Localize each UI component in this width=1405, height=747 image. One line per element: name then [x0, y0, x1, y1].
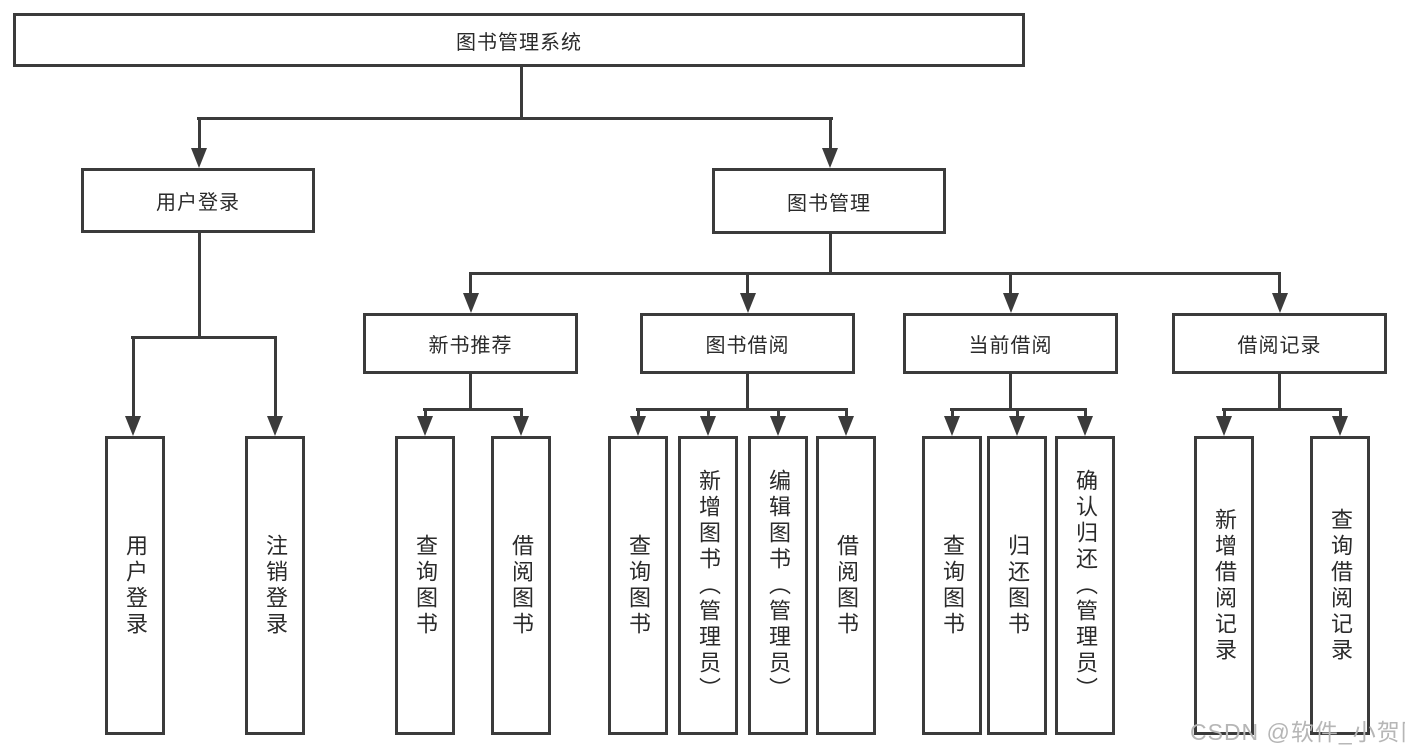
node-leaf-add-book-admin: 新增图书（管理员）: [678, 436, 738, 735]
connector-line-vertical: [844, 408, 848, 418]
node-leaf-borrow-books-borrowing: 借阅图书: [816, 436, 876, 735]
connector-line-vertical: [469, 373, 472, 409]
connector-line-vertical: [746, 272, 749, 295]
arrow-head: [462, 293, 479, 313]
arrow-head: [739, 293, 756, 313]
connector-line-vertical: [1278, 272, 1281, 295]
connector-line-vertical: [519, 408, 523, 418]
arrow-head: [417, 416, 433, 436]
connector-line-vertical: [1278, 373, 1281, 409]
arrow-head: [1332, 416, 1348, 436]
node-leaf-query-books-borrowing: 查询图书: [608, 436, 668, 735]
arrow-head: [630, 416, 646, 436]
node-label: 图书管理: [787, 192, 871, 215]
connector-line-vertical: [197, 232, 201, 336]
node-label: 查询图书: [413, 533, 438, 638]
connector-line-horizontal: [1222, 408, 1342, 411]
connector-line-vertical: [1015, 408, 1019, 418]
node-leaf-user-login: 用户登录: [105, 436, 165, 735]
arrow-head: [1216, 416, 1232, 436]
node-label: 查询借阅记录: [1328, 507, 1353, 664]
connector-line-horizontal: [423, 408, 523, 411]
arrow-head: [700, 416, 716, 436]
node-label: 确认归还（管理员）: [1073, 468, 1098, 703]
connector-line-vertical: [746, 373, 749, 409]
connector-line-vertical: [423, 408, 427, 418]
connector-line-vertical: [950, 408, 954, 418]
connector-line-vertical: [1083, 408, 1087, 418]
connector-line-horizontal: [636, 408, 848, 411]
node-current-borrowing: 当前借阅: [903, 313, 1118, 374]
node-leaf-query-books-current: 查询图书: [922, 436, 982, 735]
connector-line-vertical: [1009, 272, 1012, 295]
node-label: 归还图书: [1005, 533, 1030, 638]
node-label: 新书推荐: [428, 335, 513, 357]
arrow-head: [838, 416, 854, 436]
node-book-borrowing: 图书借阅: [640, 313, 855, 374]
connector-line-horizontal: [469, 272, 1281, 275]
connector-line-vertical: [776, 408, 780, 418]
node-label: 图书管理系统: [456, 31, 582, 54]
arrow-head: [770, 416, 786, 436]
connector-line-vertical: [519, 66, 523, 117]
arrow-head: [1002, 293, 1019, 313]
node-leaf-query-borrow-record: 查询借阅记录: [1310, 436, 1370, 735]
arrow-head: [125, 416, 141, 436]
connector-line-vertical: [828, 233, 832, 273]
node-leaf-query-books-recommend: 查询图书: [395, 436, 455, 735]
arrow-head: [944, 416, 960, 436]
node-label: 查询图书: [940, 533, 965, 638]
connector-line-vertical: [706, 408, 710, 418]
connector-line-vertical: [636, 408, 640, 418]
connector-line-vertical: [828, 117, 832, 149]
node-leaf-return-book: 归还图书: [987, 436, 1047, 735]
node-book-management: 图书管理: [712, 168, 946, 234]
node-label: 用户登录: [123, 533, 148, 638]
node-leaf-add-borrow-record: 新增借阅记录: [1194, 436, 1254, 735]
arrow-head: [1009, 416, 1025, 436]
node-label: 编辑图书（管理员）: [766, 468, 791, 703]
node-leaf-confirm-return-admin: 确认归还（管理员）: [1055, 436, 1115, 735]
connector-line-horizontal: [131, 336, 277, 339]
connector-line-horizontal: [197, 117, 833, 120]
arrow-head: [822, 148, 838, 168]
node-label: 新增图书（管理员）: [696, 468, 721, 703]
node-borrowing-records: 借阅记录: [1172, 313, 1387, 374]
node-label: 图书借阅: [705, 335, 790, 357]
connector-line-vertical: [197, 117, 201, 149]
node-label: 用户登录: [156, 192, 240, 214]
arrow-head: [1077, 416, 1093, 436]
connector-line-vertical: [131, 336, 135, 418]
arrow-head: [267, 416, 283, 436]
node-label: 借阅图书: [834, 533, 859, 638]
node-user-login: 用户登录: [81, 168, 315, 233]
connector-line-vertical: [469, 272, 472, 295]
node-label: 注销登录: [263, 533, 288, 638]
connector-line-vertical: [1222, 408, 1226, 418]
node-leaf-logout: 注销登录: [245, 436, 305, 735]
node-label: 查询图书: [626, 533, 651, 638]
connector-line-vertical: [1009, 373, 1012, 409]
node-new-book-recommend: 新书推荐: [363, 313, 578, 374]
connector-line-horizontal: [950, 408, 1087, 411]
connector-line-vertical: [273, 336, 277, 418]
watermark: CSDN @软件_小贺同学: [1190, 719, 1405, 745]
arrow-head: [1271, 293, 1288, 313]
node-label: 当前借阅: [968, 335, 1053, 357]
connector-line-vertical: [1338, 408, 1342, 418]
node-label: 新增借阅记录: [1212, 507, 1237, 664]
node-leaf-edit-book-admin: 编辑图书（管理员）: [748, 436, 808, 735]
node-label: 借阅图书: [509, 533, 534, 638]
node-label: 借阅记录: [1237, 335, 1322, 357]
arrow-head: [191, 148, 207, 168]
arrow-head: [513, 416, 529, 436]
node-root-system: 图书管理系统: [13, 13, 1025, 67]
node-leaf-borrow-books-recommend: 借阅图书: [491, 436, 551, 735]
